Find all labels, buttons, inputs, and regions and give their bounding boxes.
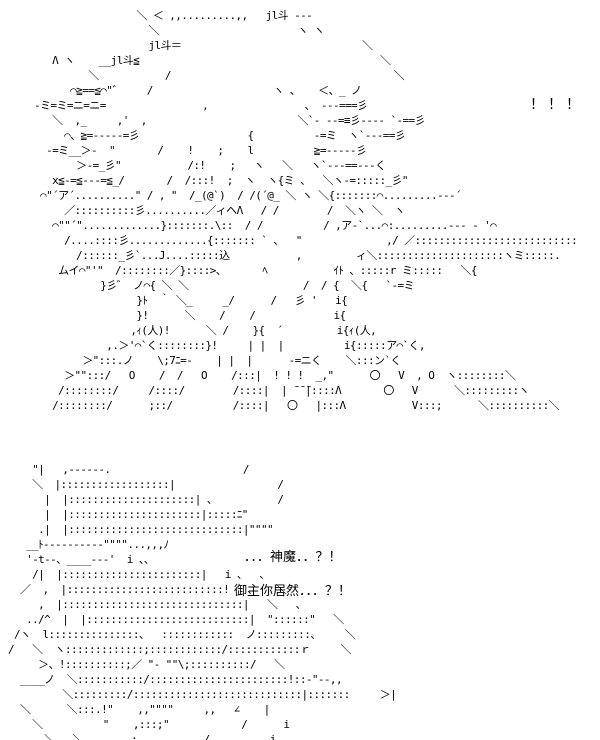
- dialogue-line-2: 御主你居然．．．？！: [234, 584, 352, 599]
- bottom-panel-ascii-art: "| ,‐‐‐‐‐‐. / ＼ |::::::::::::::::::| / |…: [8, 463, 397, 740]
- dialogue-line-1: ．．．神魔．．？！: [244, 550, 342, 565]
- top-panel-ascii-art: ＼ ＜ ,,.........,, jl斗 ‐‐‐ ＼ ヽ ヽ jl斗＝ ＼ Λ…: [34, 9, 578, 412]
- exclamation-text: ！！！: [530, 97, 584, 113]
